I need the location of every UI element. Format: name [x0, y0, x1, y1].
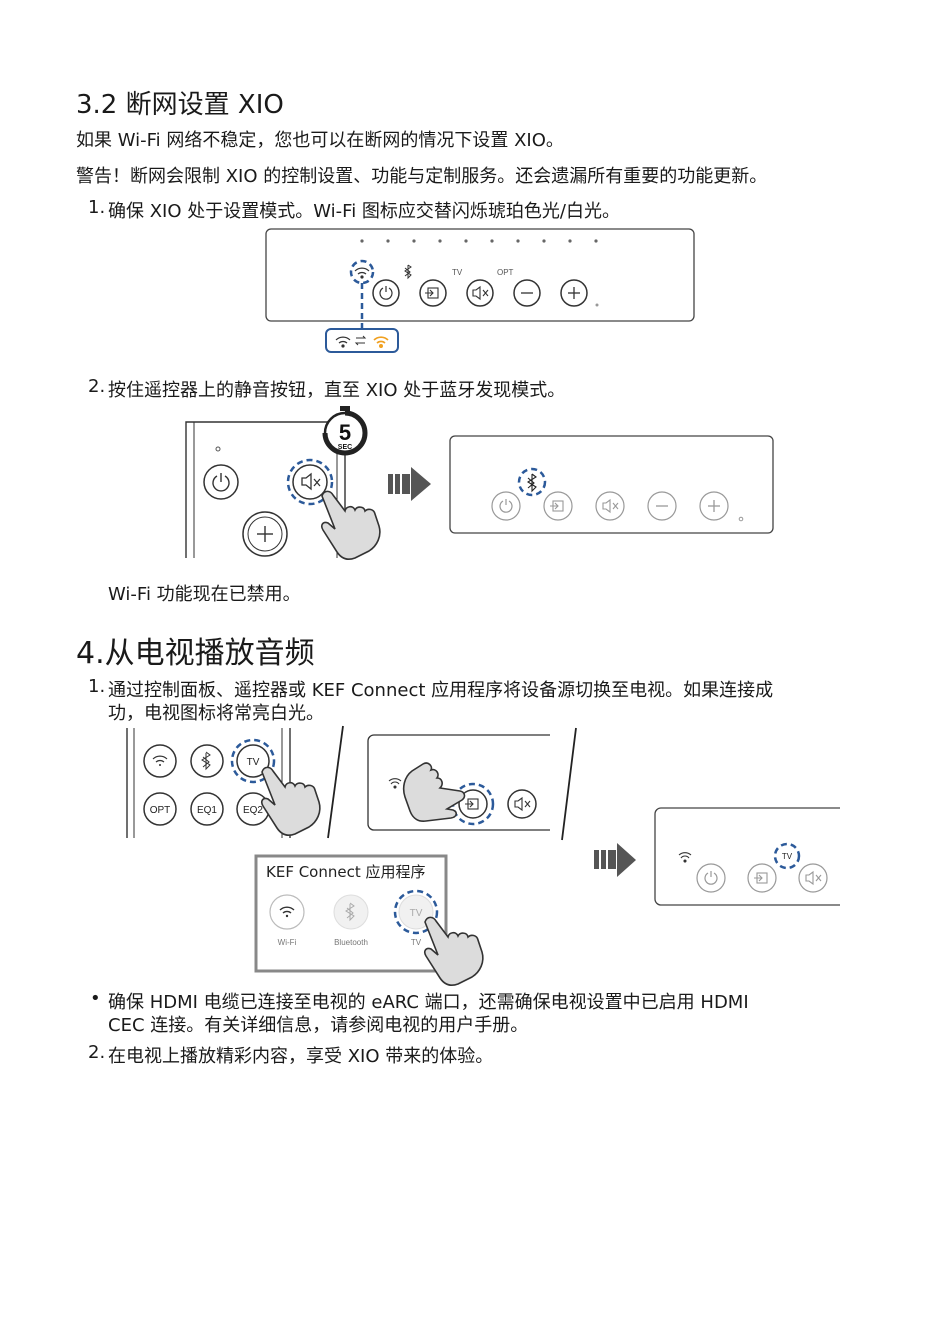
remote-wifi-button[interactable] [143, 744, 177, 778]
faded-source-button[interactable] [747, 863, 777, 893]
remote-eq1-button[interactable]: EQ1 [190, 792, 224, 826]
wifi-white-icon [335, 336, 351, 348]
faded-mute-button[interactable] [798, 863, 828, 893]
status-dot [595, 303, 599, 307]
mute-button[interactable] [507, 789, 537, 819]
control-panel [265, 228, 695, 322]
section-heading: 4.从电视播放音频 [76, 636, 315, 671]
step-number: 2. [88, 1042, 106, 1063]
faded-source-button[interactable] [543, 491, 573, 521]
faded-power-button[interactable] [696, 863, 726, 893]
warning-text: 警告！断网会限制 XIO 的控制设置、功能与定制服务。还会遗漏所有重要的功能更新… [76, 166, 768, 187]
pressing-hand-icon [261, 766, 321, 836]
pressing-hand-icon [321, 490, 381, 560]
highlight-circle [230, 738, 276, 784]
pressing-hand-icon [424, 916, 484, 986]
timer-icon [322, 406, 368, 456]
step-text: 通过控制面板、遥控器或 KEF Connect 应用程序将设备源切换至电视。如果… [108, 680, 774, 701]
app-bluetooth-label: Bluetooth [334, 938, 368, 947]
app-wifi-button[interactable] [269, 894, 305, 930]
bullet-text-continued: CEC 连接。有关详细信息，请参阅电视的用户手册。 [108, 1015, 529, 1036]
wifi-icon [388, 778, 402, 789]
faded-volume-up-button[interactable] [699, 491, 729, 521]
timer-unit: SEC [338, 444, 352, 451]
remote-tv-button[interactable]: TV [236, 744, 270, 778]
control-panel [654, 807, 840, 906]
remote-eq1-label: EQ1 [197, 805, 217, 816]
remote-mute-button[interactable] [292, 464, 328, 500]
highlight-circle [773, 842, 801, 870]
faded-mute-button[interactable] [595, 491, 625, 521]
step-number: 1. [88, 197, 106, 218]
mute-button[interactable] [466, 279, 494, 307]
step-number: 2. [88, 376, 106, 397]
pressing-hand-icon [402, 762, 466, 822]
app-title: KEF Connect 应用程序 [266, 863, 426, 881]
note-text: Wi-Fi 功能现在已禁用。 [108, 584, 301, 605]
volume-down-button[interactable] [513, 279, 541, 307]
remote-tv-label: TV [247, 757, 260, 768]
wifi-icon [354, 267, 370, 279]
faded-volume-down-button[interactable] [647, 491, 677, 521]
bullet-symbol: • [90, 988, 101, 1009]
ir-led [215, 446, 221, 452]
step-text-continued: 功，电视图标将常亮白光。 [108, 703, 324, 724]
remote-eq2-button[interactable]: EQ2 [236, 792, 270, 826]
section-heading: 3.2 断网设置 XIO [76, 90, 284, 120]
opt-label: OPT [497, 268, 514, 277]
control-panel [367, 734, 550, 831]
bluetooth-icon [526, 473, 537, 493]
bluetooth-icon [404, 264, 412, 280]
remote-opt-button[interactable]: OPT [143, 792, 177, 826]
led-dots [360, 239, 598, 243]
next-arrow-icon [388, 467, 431, 501]
remote-power-button[interactable] [203, 464, 239, 500]
result-tv-label: TV [782, 852, 793, 861]
next-arrow-icon [594, 843, 636, 877]
highlight-circle [349, 259, 375, 285]
source-button[interactable] [458, 789, 488, 819]
volume-up-button[interactable] [560, 279, 588, 307]
step-text: 在电视上播放精彩内容，享受 XIO 带来的体验。 [108, 1046, 494, 1067]
faded-power-button[interactable] [491, 491, 521, 521]
highlight-circle [517, 467, 547, 497]
remote-volume-up-button[interactable] [242, 511, 288, 557]
remote-body [185, 421, 346, 558]
intro-text: 如果 Wi-Fi 网络不稳定，您也可以在断网的情况下设置 XIO。 [76, 130, 564, 151]
control-panel [449, 435, 774, 534]
app-wifi-label: Wi-Fi [278, 938, 297, 947]
control-panel-figure: TV OPT [265, 228, 695, 353]
app-tv-label: TV [411, 938, 422, 947]
wifi-amber-icon [373, 336, 389, 348]
source-button[interactable] [419, 279, 447, 307]
app-bluetooth-button[interactable] [333, 894, 369, 930]
status-dot [738, 516, 744, 522]
step-text: 按住遥控器上的静音按钮，直至 XIO 处于蓝牙发现模式。 [108, 380, 566, 401]
highlight-circle [286, 458, 334, 506]
alternate-arrows-icon [354, 335, 367, 346]
remote-opt-label: OPT [150, 805, 171, 816]
remote-bluetooth-button[interactable] [190, 744, 224, 778]
divider-slash [561, 727, 577, 841]
remote-eq2-label: EQ2 [243, 805, 263, 816]
blink-callout [325, 328, 399, 353]
wifi-icon [678, 852, 692, 863]
divider-slash [327, 725, 344, 839]
step-text: 确保 XIO 处于设置模式。Wi-Fi 图标应交替闪烁琥珀色光/白光。 [108, 201, 620, 222]
power-button[interactable] [372, 279, 400, 307]
app-tv-button[interactable]: TV [398, 894, 434, 930]
tv-label: TV [452, 268, 463, 277]
switch-source-figure: TV OPT EQ1 EQ2 KEF Connect 应用程序 [126, 725, 840, 986]
bullet-text: 确保 HDMI 电缆已连接至电视的 eARC 端口，还需确保电视设置中已启用 H… [108, 992, 749, 1013]
remote-mute-figure: 5 SEC [185, 406, 774, 560]
timer-value: 5 [339, 420, 351, 445]
step-number: 1. [88, 676, 106, 697]
app-tv-text: TV [410, 908, 423, 919]
highlight-circle [393, 889, 439, 935]
